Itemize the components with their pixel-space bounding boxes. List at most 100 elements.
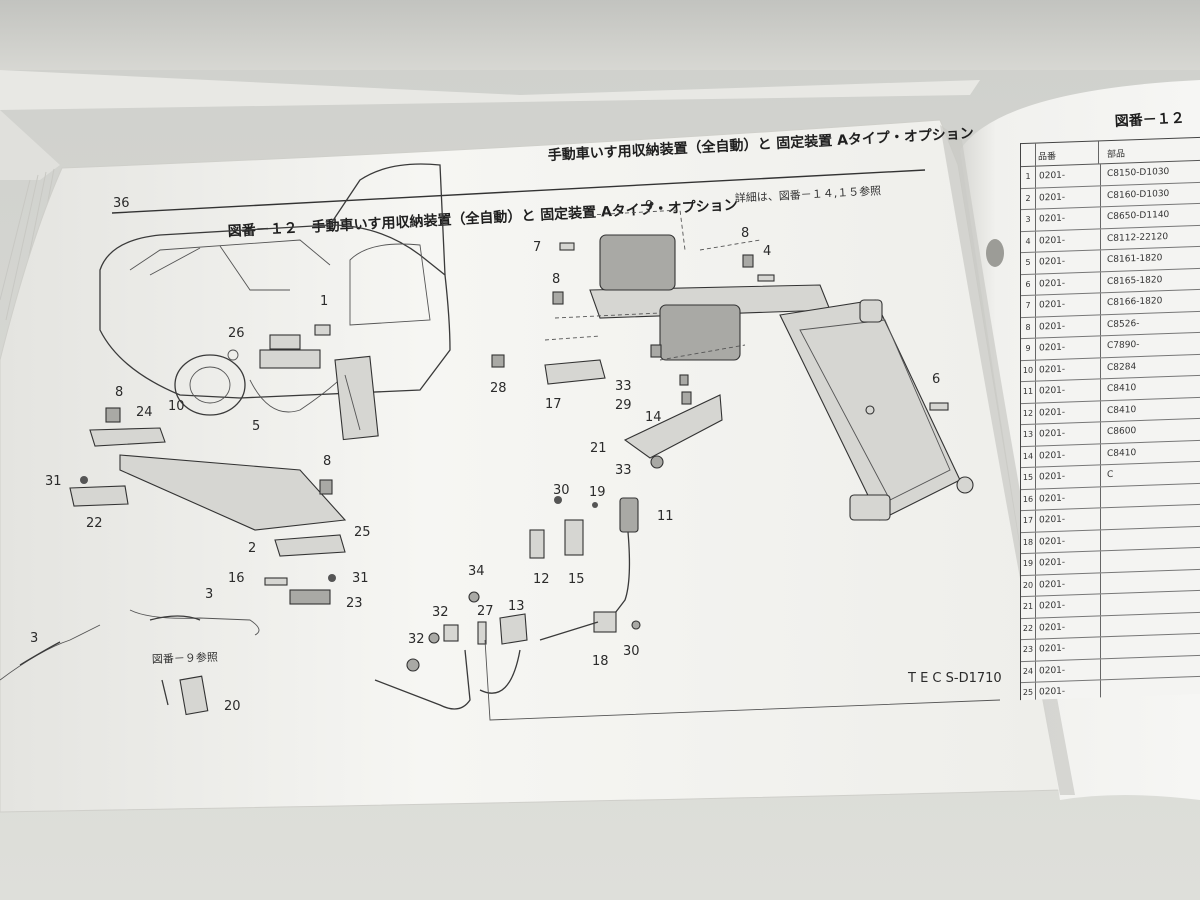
row-code: 0201- <box>1036 615 1101 639</box>
row-code: 0201- <box>1036 551 1101 575</box>
row-number: 23 <box>1021 639 1036 661</box>
callout-32b: 32 <box>408 632 425 647</box>
row-number: 2 <box>1021 188 1036 210</box>
row-code: 0201- <box>1036 271 1101 295</box>
header-cell-part: 部品 <box>1107 149 1126 161</box>
row-part: C8410 <box>1107 447 1137 459</box>
row-part: C8160-D1030 <box>1107 188 1170 201</box>
row-number: 12 <box>1021 403 1036 425</box>
callout-27: 27 <box>477 604 494 619</box>
callout-16: 16 <box>228 571 245 586</box>
row-code: 0201- <box>1036 422 1101 446</box>
callout-3b: 3 <box>30 631 38 646</box>
callout-8b: 8 <box>552 272 560 287</box>
callout-11: 11 <box>657 509 674 524</box>
row-number: 17 <box>1021 510 1036 532</box>
row-number: 13 <box>1021 424 1036 446</box>
row-part: C8166-1820 <box>1107 296 1163 309</box>
row-number: 22 <box>1021 618 1036 640</box>
callout-30a: 30 <box>553 483 570 498</box>
lower-left-parts <box>0 407 347 716</box>
callout-20: 20 <box>224 699 241 714</box>
row-code: 0201- <box>1036 207 1101 231</box>
callout-14: 14 <box>645 410 662 425</box>
row-number: 6 <box>1021 274 1036 296</box>
row-part <box>1101 529 1113 550</box>
row-part <box>1101 508 1113 529</box>
row-code: 0201- <box>1036 486 1101 510</box>
callout-4: 4 <box>763 244 771 259</box>
page-stack-back <box>0 70 980 110</box>
callout-8d: 8 <box>323 454 331 469</box>
row-code: 0201- <box>1036 357 1101 381</box>
figure-code: T E C S-D1710 <box>907 671 1002 686</box>
row-part <box>1101 637 1113 658</box>
row-number: 24 <box>1021 661 1036 683</box>
row-number: 3 <box>1021 209 1036 231</box>
row-number: 25 <box>1021 682 1036 701</box>
ref-note: 図番－９参照 <box>152 650 218 666</box>
car-drawing <box>99 163 451 441</box>
row-number: 18 <box>1021 532 1036 554</box>
callout-32a: 32 <box>432 605 449 620</box>
row-number: 8 <box>1021 317 1036 339</box>
row-number: 11 <box>1021 381 1036 403</box>
page-number: 36 <box>113 196 130 211</box>
callout-5: 5 <box>252 419 260 434</box>
row-number: 15 <box>1021 467 1036 489</box>
callout-33a: 33 <box>615 379 632 394</box>
callout-15: 15 <box>568 572 585 587</box>
callout-labels: 1 2 3 3 4 5 6 7 8 8 8 8 9 10 11 12 13 14… <box>30 199 940 714</box>
row-part <box>1101 486 1113 507</box>
callout-18: 18 <box>592 654 609 669</box>
row-number: 5 <box>1021 252 1036 274</box>
row-code: 0201- <box>1036 465 1101 489</box>
row-number: 19 <box>1021 553 1036 575</box>
row-number: 16 <box>1021 489 1036 511</box>
callout-12: 12 <box>533 572 550 587</box>
row-code: 0201- <box>1036 637 1101 661</box>
callout-3a: 3 <box>205 587 213 602</box>
row-code: 0201- <box>1036 443 1101 467</box>
binder-hole-upper <box>986 239 1004 267</box>
callout-9: 9 <box>645 199 653 214</box>
callout-24: 24 <box>136 405 153 420</box>
header-cell-code: 品番 <box>1036 141 1099 166</box>
row-number: 10 <box>1021 360 1036 382</box>
callout-8a: 8 <box>741 226 749 241</box>
callout-31b: 31 <box>352 571 369 586</box>
row-number: 21 <box>1021 596 1036 618</box>
row-part: C7890- <box>1107 339 1140 352</box>
row-part: C8284 <box>1107 361 1137 373</box>
row-code: 0201- <box>1036 164 1101 188</box>
callout-10: 10 <box>168 399 185 414</box>
row-part: C8112-22120 <box>1107 231 1169 244</box>
callout-7: 7 <box>533 240 541 255</box>
row-part: C8410 <box>1107 383 1137 395</box>
row-part <box>1101 658 1113 679</box>
header-rule <box>111 169 926 214</box>
callout-25: 25 <box>354 525 371 540</box>
row-code: 0201- <box>1036 594 1101 618</box>
row-code: 0201- <box>1036 572 1101 596</box>
row-code: 0201- <box>1036 658 1101 682</box>
row-code: 0201- <box>1036 250 1101 274</box>
callout-30b: 30 <box>623 644 640 659</box>
row-part: C <box>1107 469 1114 481</box>
row-number: 7 <box>1021 295 1036 317</box>
callout-28: 28 <box>490 381 507 396</box>
callout-33b: 33 <box>615 463 632 478</box>
row-number: 9 <box>1021 338 1036 360</box>
right-page-title: 図番－１２ <box>1114 109 1185 130</box>
callout-1: 1 <box>320 294 328 309</box>
callout-22: 22 <box>86 516 103 531</box>
row-part <box>1101 594 1113 615</box>
row-code: 0201- <box>1036 508 1101 532</box>
row-part: C8410 <box>1107 404 1137 416</box>
callout-13: 13 <box>508 599 525 614</box>
row-part <box>1101 551 1113 572</box>
row-code: 0201- <box>1036 529 1101 553</box>
control-parts <box>374 496 1001 721</box>
